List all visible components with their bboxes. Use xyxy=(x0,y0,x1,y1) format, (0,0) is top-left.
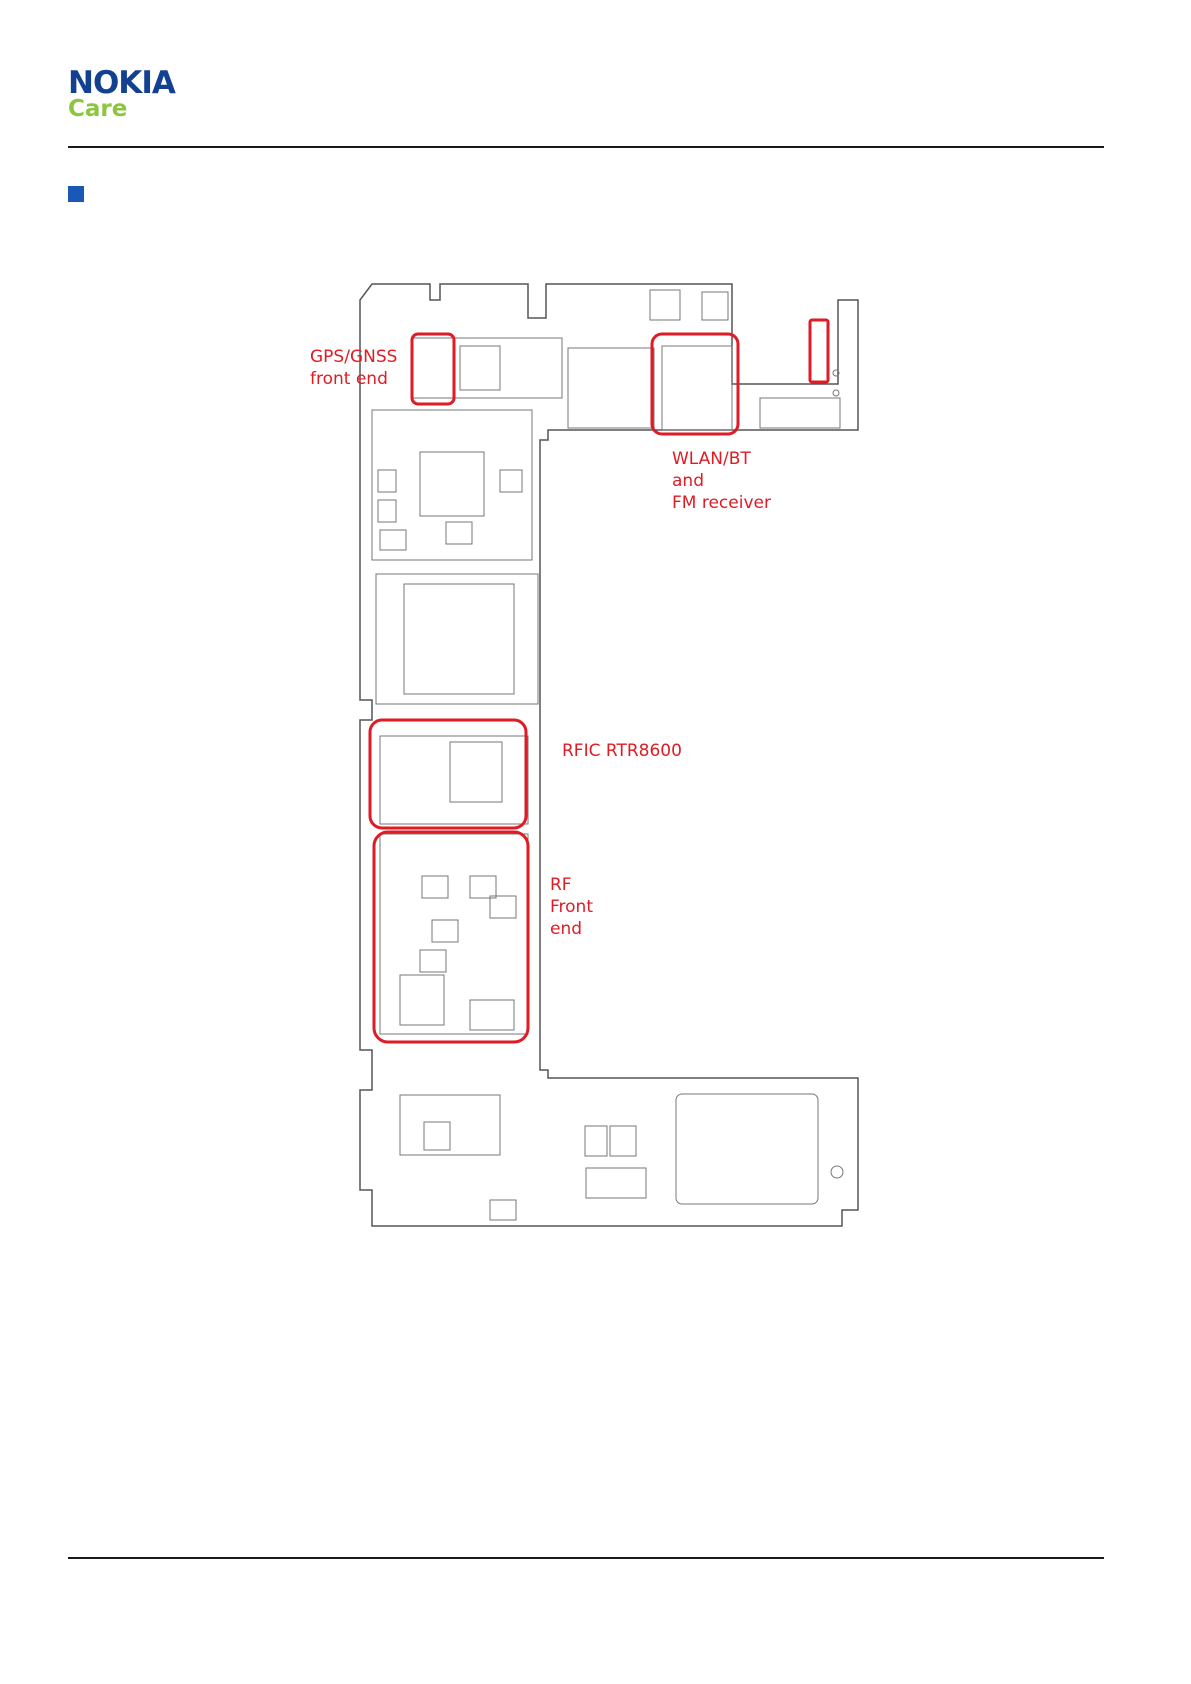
highlight-wlan-bt-fm xyxy=(652,334,738,434)
highlight-connector xyxy=(810,320,828,382)
label-rfic: RFIC RTR8600 xyxy=(562,740,682,762)
highlight-rf-front-end xyxy=(374,832,528,1042)
label-gps-front-end: GPS/GNSS front end xyxy=(310,346,397,390)
highlight-gps-front-end xyxy=(412,334,454,404)
footer-rule xyxy=(68,1557,1104,1559)
label-wlan-bt-fm: WLAN/BT and FM receiver xyxy=(672,448,771,514)
label-rf-front-end: RF Front end xyxy=(550,874,593,940)
